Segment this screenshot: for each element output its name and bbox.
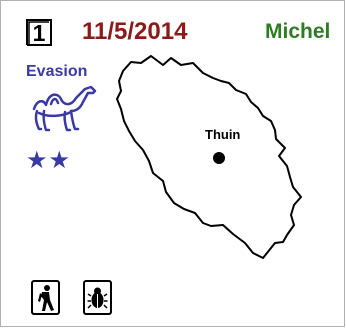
hiker-badge: [31, 280, 60, 315]
region-outline: [116, 55, 302, 259]
card-date: 11/5/2014: [82, 18, 188, 45]
category-label: Evasion: [26, 63, 88, 80]
location-dot: [213, 152, 225, 164]
rating-stars: ★★: [26, 147, 72, 174]
camel-icon: [32, 85, 97, 132]
hiker-icon: [38, 285, 54, 311]
bug-badge: [83, 280, 112, 315]
bug-icon: [87, 287, 108, 309]
map: Thuin: [116, 55, 302, 259]
card-number: 1: [33, 20, 46, 46]
number-box: 1: [26, 19, 52, 46]
place-label: Thuin: [205, 127, 240, 142]
card-name: Michel: [265, 20, 331, 43]
